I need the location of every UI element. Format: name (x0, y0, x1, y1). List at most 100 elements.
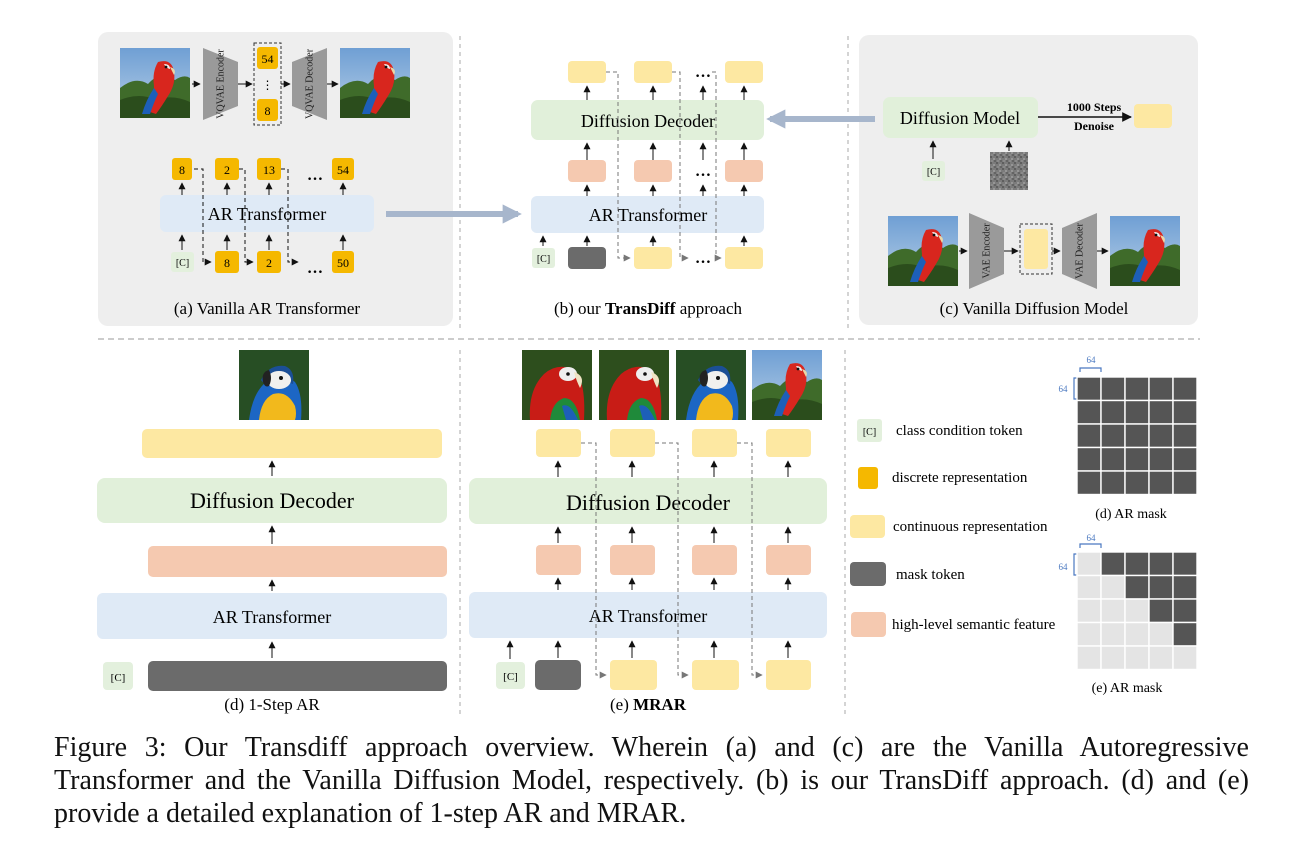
semantic-feature (725, 160, 763, 182)
generated-image (522, 350, 592, 420)
mask-cell (1148, 446, 1174, 472)
mask-cell (1124, 598, 1150, 624)
legend-semantic-swatch (851, 612, 886, 637)
output-continuous-token (634, 61, 672, 83)
semantic-feature (766, 545, 811, 575)
mask-cell (1148, 376, 1174, 402)
class-token-label: [C] (176, 258, 189, 269)
mask-cell (1172, 446, 1198, 472)
mask-cell (1100, 423, 1126, 449)
mask-cell (1076, 598, 1102, 624)
mask-token (148, 661, 447, 691)
code-ellipsis: ⋮ (262, 78, 274, 92)
vae-encoder-trapezoid (969, 213, 1004, 289)
panel-d-caption: (d) 1-Step AR (224, 695, 320, 714)
class-token-label: [C] (537, 254, 550, 265)
mask-cell (1100, 376, 1126, 402)
class-token-label: [C] (111, 672, 126, 684)
diffusion-model-block (883, 97, 1038, 138)
vae-decoder-label: VAE Decoder (1074, 223, 1085, 279)
semantic-feature (536, 545, 581, 575)
mask-cell (1076, 470, 1102, 496)
ar-transformer-label: AR Transformer (589, 205, 708, 225)
ar-transformer-block (97, 593, 447, 639)
input-ellipsis: … (307, 260, 323, 277)
noise-image (990, 152, 1028, 190)
mask-cell (1076, 551, 1102, 577)
semantic-feature (634, 160, 672, 182)
mask-cell (1172, 645, 1198, 671)
output-token-label: 2 (224, 163, 230, 177)
vae-decoder-trapezoid (1062, 213, 1097, 289)
mask-cell (1172, 470, 1198, 496)
input-ellipsis: … (695, 250, 711, 267)
mask-cell (1076, 446, 1102, 472)
code-token-label: 54 (262, 52, 274, 66)
overview-figure: VQVAE Encoder 54 ⋮ 8 VQVAE Decoder AR Tr… (97, 32, 1200, 718)
ar-mask-d: 64 64 (d) AR mask (1059, 355, 1198, 522)
panel-c-caption: (c) Vanilla Diffusion Model (940, 299, 1129, 318)
generated-image (752, 350, 822, 420)
output-continuous-token (142, 429, 442, 458)
output-token (172, 158, 192, 180)
mask-d-width-label: 64 (1087, 355, 1097, 365)
mask-cell (1124, 551, 1150, 577)
diffusion-model-label: Diffusion Model (900, 108, 1020, 128)
semantic-feature (148, 546, 447, 577)
vqvae-encoder-trapezoid (203, 48, 238, 120)
output-ellipsis: … (695, 64, 711, 81)
class-token-label: [C] (503, 671, 518, 683)
mask-e-height-label: 64 (1059, 562, 1069, 572)
diffusion-decoder-label: Diffusion Decoder (190, 488, 355, 513)
mask-cell (1124, 645, 1150, 671)
semantic-feature (692, 545, 737, 575)
input-continuous-token (692, 660, 739, 690)
mask-d-grid (1076, 376, 1198, 496)
legend-mask-label: mask token (896, 567, 965, 583)
code-token-label: 8 (265, 104, 271, 118)
panel-a-caption: (a) Vanilla AR Transformer (174, 299, 361, 318)
generated-image (239, 350, 309, 420)
legend-mask-swatch (850, 562, 886, 586)
mask-cell (1148, 574, 1174, 600)
mask-cell (1076, 574, 1102, 600)
mask-token (535, 660, 581, 690)
panel-e: Diffusion Decoder AR Transformer [C] (469, 350, 827, 714)
mask-e-caption: (e) AR mask (1092, 681, 1163, 696)
mask-e-grid (1076, 551, 1198, 671)
diffusion-decoder-label: Diffusion Decoder (581, 111, 715, 131)
input-continuous-token (725, 247, 763, 269)
mask-cell (1172, 376, 1198, 402)
mask-cell (1100, 551, 1126, 577)
class-token (171, 252, 194, 272)
latent-token (1024, 229, 1048, 269)
legend-class-label: class condition token (896, 423, 1023, 439)
mask-cell (1172, 574, 1198, 600)
mask-cell (1148, 645, 1174, 671)
input-continuous-token (766, 660, 811, 690)
input-token-label: 2 (266, 256, 272, 270)
panel-a: VQVAE Encoder 54 ⋮ 8 VQVAE Decoder AR Tr… (120, 42, 410, 318)
mask-cell (1172, 621, 1198, 647)
vqvae-decoder-trapezoid (292, 48, 327, 120)
legend-continuous-label: continuous representation (893, 519, 1048, 535)
legend-continuous-swatch (850, 515, 885, 538)
input-image (888, 216, 958, 286)
mask-cell (1100, 399, 1126, 425)
class-token-label: [C] (927, 167, 940, 178)
input-token (257, 251, 281, 273)
mask-cell (1100, 446, 1126, 472)
mask-cell (1100, 645, 1126, 671)
legend-discrete-label: discrete representation (892, 470, 1028, 486)
output-token-label: 13 (263, 163, 275, 177)
output-continuous-token (536, 429, 581, 457)
input-continuous-token (634, 247, 672, 269)
class-token (496, 662, 525, 689)
mask-cell (1172, 598, 1198, 624)
output-continuous-token (766, 429, 811, 457)
mask-cell (1124, 621, 1150, 647)
diffusion-decoder-label: Diffusion Decoder (566, 490, 731, 515)
diffusion-decoder-block (531, 100, 764, 140)
mask-cell (1172, 399, 1198, 425)
mask-d-caption: (d) AR mask (1095, 507, 1167, 522)
